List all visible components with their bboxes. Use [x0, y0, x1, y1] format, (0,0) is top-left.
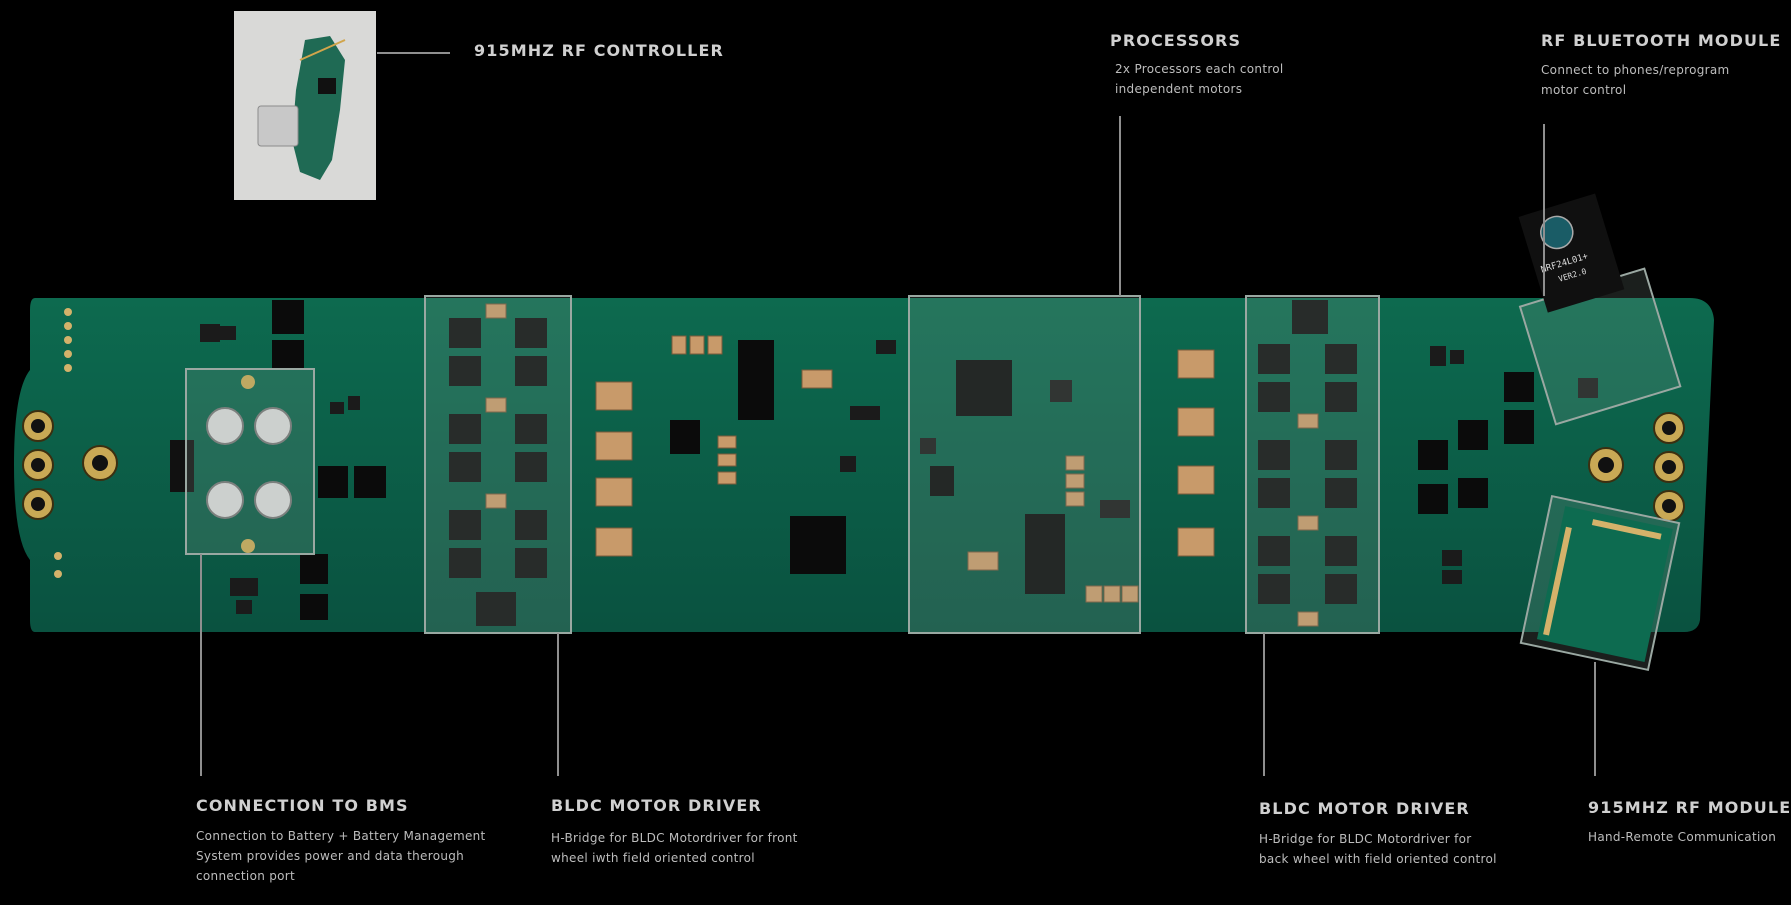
back-driver-highlight: [1245, 295, 1380, 634]
front-driver-mosfets: [449, 318, 547, 626]
smd-parts: [200, 324, 1598, 614]
edge-pads: [54, 308, 72, 578]
callout-title: 915MHZ RF MODULE: [1588, 798, 1791, 817]
front-driver-leader: [557, 633, 559, 776]
bluetooth-leader: [1543, 124, 1545, 296]
callout-motor-driver-front: BLDC MOTOR DRIVER H-Bridge for BLDC Moto…: [551, 796, 798, 868]
callout-description: 2x Processors each control independent m…: [1115, 62, 1284, 96]
bms-leader: [200, 554, 202, 776]
callout-bms: CONNECTION TO BMS Connection to Battery …: [196, 796, 486, 886]
front-driver-highlight: [424, 295, 572, 634]
processors-highlight: [908, 295, 1141, 634]
processors-leader: [1119, 116, 1121, 296]
callout-description: H-Bridge for BLDC Motordriver for front …: [551, 831, 798, 865]
callout-processors: PROCESSORS 2x Processors each control in…: [1110, 31, 1284, 99]
callout-rf-controller: 915MHZ RF CONTROLLER: [474, 41, 724, 60]
callout-title: 915MHZ RF CONTROLLER: [474, 41, 724, 60]
back-driver-leader: [1263, 633, 1265, 776]
callout-title: PROCESSORS: [1110, 31, 1242, 50]
callout-rf-module: 915MHZ RF MODULE Hand-Remote Communicati…: [1588, 798, 1791, 847]
callout-description: Connection to Battery + Battery Manageme…: [196, 829, 486, 883]
rf-controller-leader: [377, 52, 450, 54]
callout-description: Hand-Remote Communication: [1588, 830, 1777, 844]
callout-title: RF BLUETOOTH MODULE: [1541, 31, 1782, 50]
callout-rf-bluetooth: RF BLUETOOTH MODULE Connect to phones/re…: [1541, 31, 1781, 100]
bms-highlight: [185, 368, 315, 555]
capacitors: [485, 303, 1319, 627]
left-mount-holes: [22, 410, 118, 520]
rf-controller-photo: [234, 11, 376, 200]
callout-description: H-Bridge for BLDC Motordriver for back w…: [1259, 832, 1497, 866]
bms-connector: [170, 375, 292, 553]
callout-description: Connect to phones/reprogram motor contro…: [1541, 63, 1730, 97]
callout-title: CONNECTION TO BMS: [196, 796, 409, 815]
bluetooth-daughter-board: NRF24L01+ VER2.0: [1518, 193, 1625, 313]
callout-motor-driver-back: BLDC MOTOR DRIVER H-Bridge for BLDC Moto…: [1259, 799, 1497, 869]
callout-title: BLDC MOTOR DRIVER: [551, 796, 762, 815]
rf-module-board: [1536, 506, 1673, 662]
ic-components: [272, 300, 1534, 620]
callout-title: BLDC MOTOR DRIVER: [1259, 799, 1470, 818]
rf-module-leader: [1594, 662, 1596, 776]
back-driver-mosfets: [1258, 300, 1357, 604]
